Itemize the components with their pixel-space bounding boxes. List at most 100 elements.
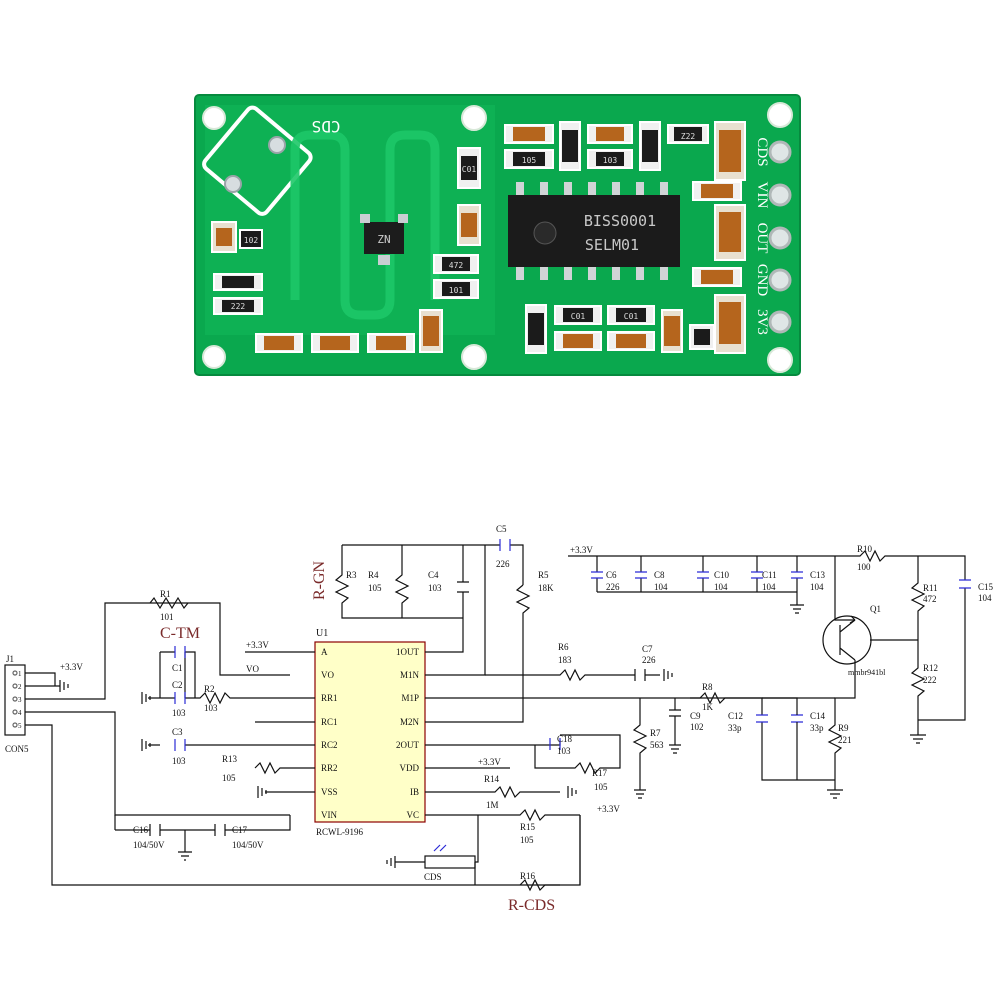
svg-text:+3.3V: +3.3V bbox=[478, 757, 501, 767]
header-pads bbox=[768, 140, 792, 334]
svg-text:M1P: M1P bbox=[401, 693, 419, 703]
antenna-trace bbox=[290, 130, 440, 320]
svg-text:+3.3V: +3.3V bbox=[570, 545, 593, 555]
svg-text:A: A bbox=[321, 647, 328, 657]
cds-wires bbox=[386, 815, 581, 885]
schematic bbox=[4, 539, 971, 892]
svg-text:4: 4 bbox=[18, 709, 22, 717]
svg-text:105: 105 bbox=[522, 156, 537, 165]
svg-text:105: 105 bbox=[520, 835, 534, 845]
svg-text:R10: R10 bbox=[857, 544, 873, 554]
svg-text:+3.3V: +3.3V bbox=[60, 662, 83, 672]
svg-text:104: 104 bbox=[978, 593, 992, 603]
svg-text:U1: U1 bbox=[316, 628, 328, 639]
antenna-pad bbox=[224, 175, 242, 193]
svg-text:C1: C1 bbox=[172, 663, 183, 673]
svg-text:18K: 18K bbox=[538, 583, 554, 593]
silk-cds-label: CDS bbox=[312, 117, 341, 136]
svg-text:GND: GND bbox=[754, 264, 770, 297]
svg-text:102: 102 bbox=[690, 722, 704, 732]
u1-left-wires bbox=[148, 651, 315, 793]
svg-text:R8: R8 bbox=[702, 682, 713, 692]
svg-text:VIN: VIN bbox=[321, 810, 337, 820]
svg-text:VIN: VIN bbox=[754, 182, 770, 209]
ground-symbols bbox=[141, 692, 267, 798]
svg-text:1K: 1K bbox=[702, 702, 714, 712]
svg-text:C8: C8 bbox=[654, 570, 665, 580]
svg-text:R16: R16 bbox=[520, 871, 536, 881]
svg-text:RCWL-9196: RCWL-9196 bbox=[316, 827, 363, 837]
svg-text:103: 103 bbox=[557, 746, 571, 756]
pcb-board: CDS ZN BISS0001 SELM01 bbox=[194, 94, 801, 376]
smd-components: 102 222 C01 472 101 105 1 bbox=[211, 121, 746, 354]
chip-marking-2: SELM01 bbox=[585, 236, 639, 254]
transistor-mark: ZN bbox=[377, 233, 390, 246]
svg-text:IB: IB bbox=[410, 787, 419, 797]
svg-text:103: 103 bbox=[603, 156, 618, 165]
svg-text:R5: R5 bbox=[538, 570, 549, 580]
r1-resistor bbox=[149, 596, 189, 610]
svg-text:CDS: CDS bbox=[424, 872, 442, 882]
svg-text:CON5: CON5 bbox=[5, 744, 29, 754]
svg-text:RR1: RR1 bbox=[321, 693, 338, 703]
svg-text:CDS: CDS bbox=[754, 137, 770, 166]
svg-text:R15: R15 bbox=[520, 822, 536, 832]
svg-text:mmbr941bl: mmbr941bl bbox=[848, 668, 886, 677]
svg-text:+3.3V: +3.3V bbox=[246, 640, 269, 650]
svg-text:226: 226 bbox=[606, 582, 620, 592]
svg-text:226: 226 bbox=[496, 559, 510, 569]
svg-text:M1N: M1N bbox=[400, 670, 420, 680]
svg-text:C01: C01 bbox=[571, 312, 586, 321]
svg-text:C4: C4 bbox=[428, 570, 439, 580]
svg-text:1OUT: 1OUT bbox=[396, 647, 419, 657]
svg-text:R14: R14 bbox=[484, 774, 500, 784]
svg-text:2: 2 bbox=[18, 683, 22, 691]
svg-text:C17: C17 bbox=[232, 825, 248, 835]
svg-text:C14: C14 bbox=[810, 711, 826, 721]
rgn-network bbox=[334, 544, 524, 653]
svg-text:33p: 33p bbox=[728, 723, 742, 733]
schematic-labels: J1 CON5 +3.3V +3.3V VO U1 RCWL-9196 +3.3… bbox=[5, 524, 994, 882]
svg-text:105: 105 bbox=[368, 583, 382, 593]
svg-text:R7: R7 bbox=[650, 728, 661, 738]
svg-text:C5: C5 bbox=[496, 524, 507, 534]
svg-text:105: 105 bbox=[222, 773, 236, 783]
svg-text:100: 100 bbox=[857, 562, 871, 572]
svg-text:C15: C15 bbox=[978, 582, 994, 592]
svg-text:R12: R12 bbox=[923, 663, 938, 673]
svg-text:R11: R11 bbox=[923, 583, 938, 593]
svg-text:C9: C9 bbox=[690, 711, 701, 721]
svg-text:C01: C01 bbox=[624, 312, 639, 321]
svg-text:C11: C11 bbox=[762, 570, 777, 580]
svg-text:222: 222 bbox=[231, 302, 246, 311]
antenna-pad bbox=[268, 136, 286, 154]
j1-wires bbox=[25, 602, 581, 886]
svg-text:VSS: VSS bbox=[321, 787, 338, 797]
mounting-holes bbox=[202, 102, 793, 373]
svg-text:RR2: RR2 bbox=[321, 763, 338, 773]
svg-text:103: 103 bbox=[172, 756, 186, 766]
svg-text:Q1: Q1 bbox=[870, 604, 881, 614]
svg-text:33p: 33p bbox=[810, 723, 824, 733]
c16-c17 bbox=[114, 815, 291, 861]
svg-text:101: 101 bbox=[449, 286, 464, 295]
svg-text:472: 472 bbox=[449, 261, 464, 270]
svg-text:102: 102 bbox=[244, 236, 259, 245]
transistor-body bbox=[364, 222, 404, 254]
svg-text:R1: R1 bbox=[160, 589, 171, 599]
svg-text:J1: J1 bbox=[6, 654, 14, 664]
svg-text:226: 226 bbox=[642, 655, 656, 665]
svg-text:C01: C01 bbox=[462, 165, 477, 174]
svg-text:104: 104 bbox=[714, 582, 728, 592]
label-r-gn: R-GN bbox=[311, 560, 328, 600]
svg-text:104/50V: 104/50V bbox=[232, 840, 264, 850]
svg-text:VO: VO bbox=[246, 664, 259, 674]
svg-text:OUT: OUT bbox=[754, 223, 770, 254]
svg-text:472: 472 bbox=[923, 594, 937, 604]
svg-text:104: 104 bbox=[762, 582, 776, 592]
svg-text:+3.3V: +3.3V bbox=[597, 804, 620, 814]
j1-connector bbox=[4, 664, 26, 736]
svg-text:104/50V: 104/50V bbox=[133, 840, 165, 850]
svg-text:R3: R3 bbox=[346, 570, 357, 580]
